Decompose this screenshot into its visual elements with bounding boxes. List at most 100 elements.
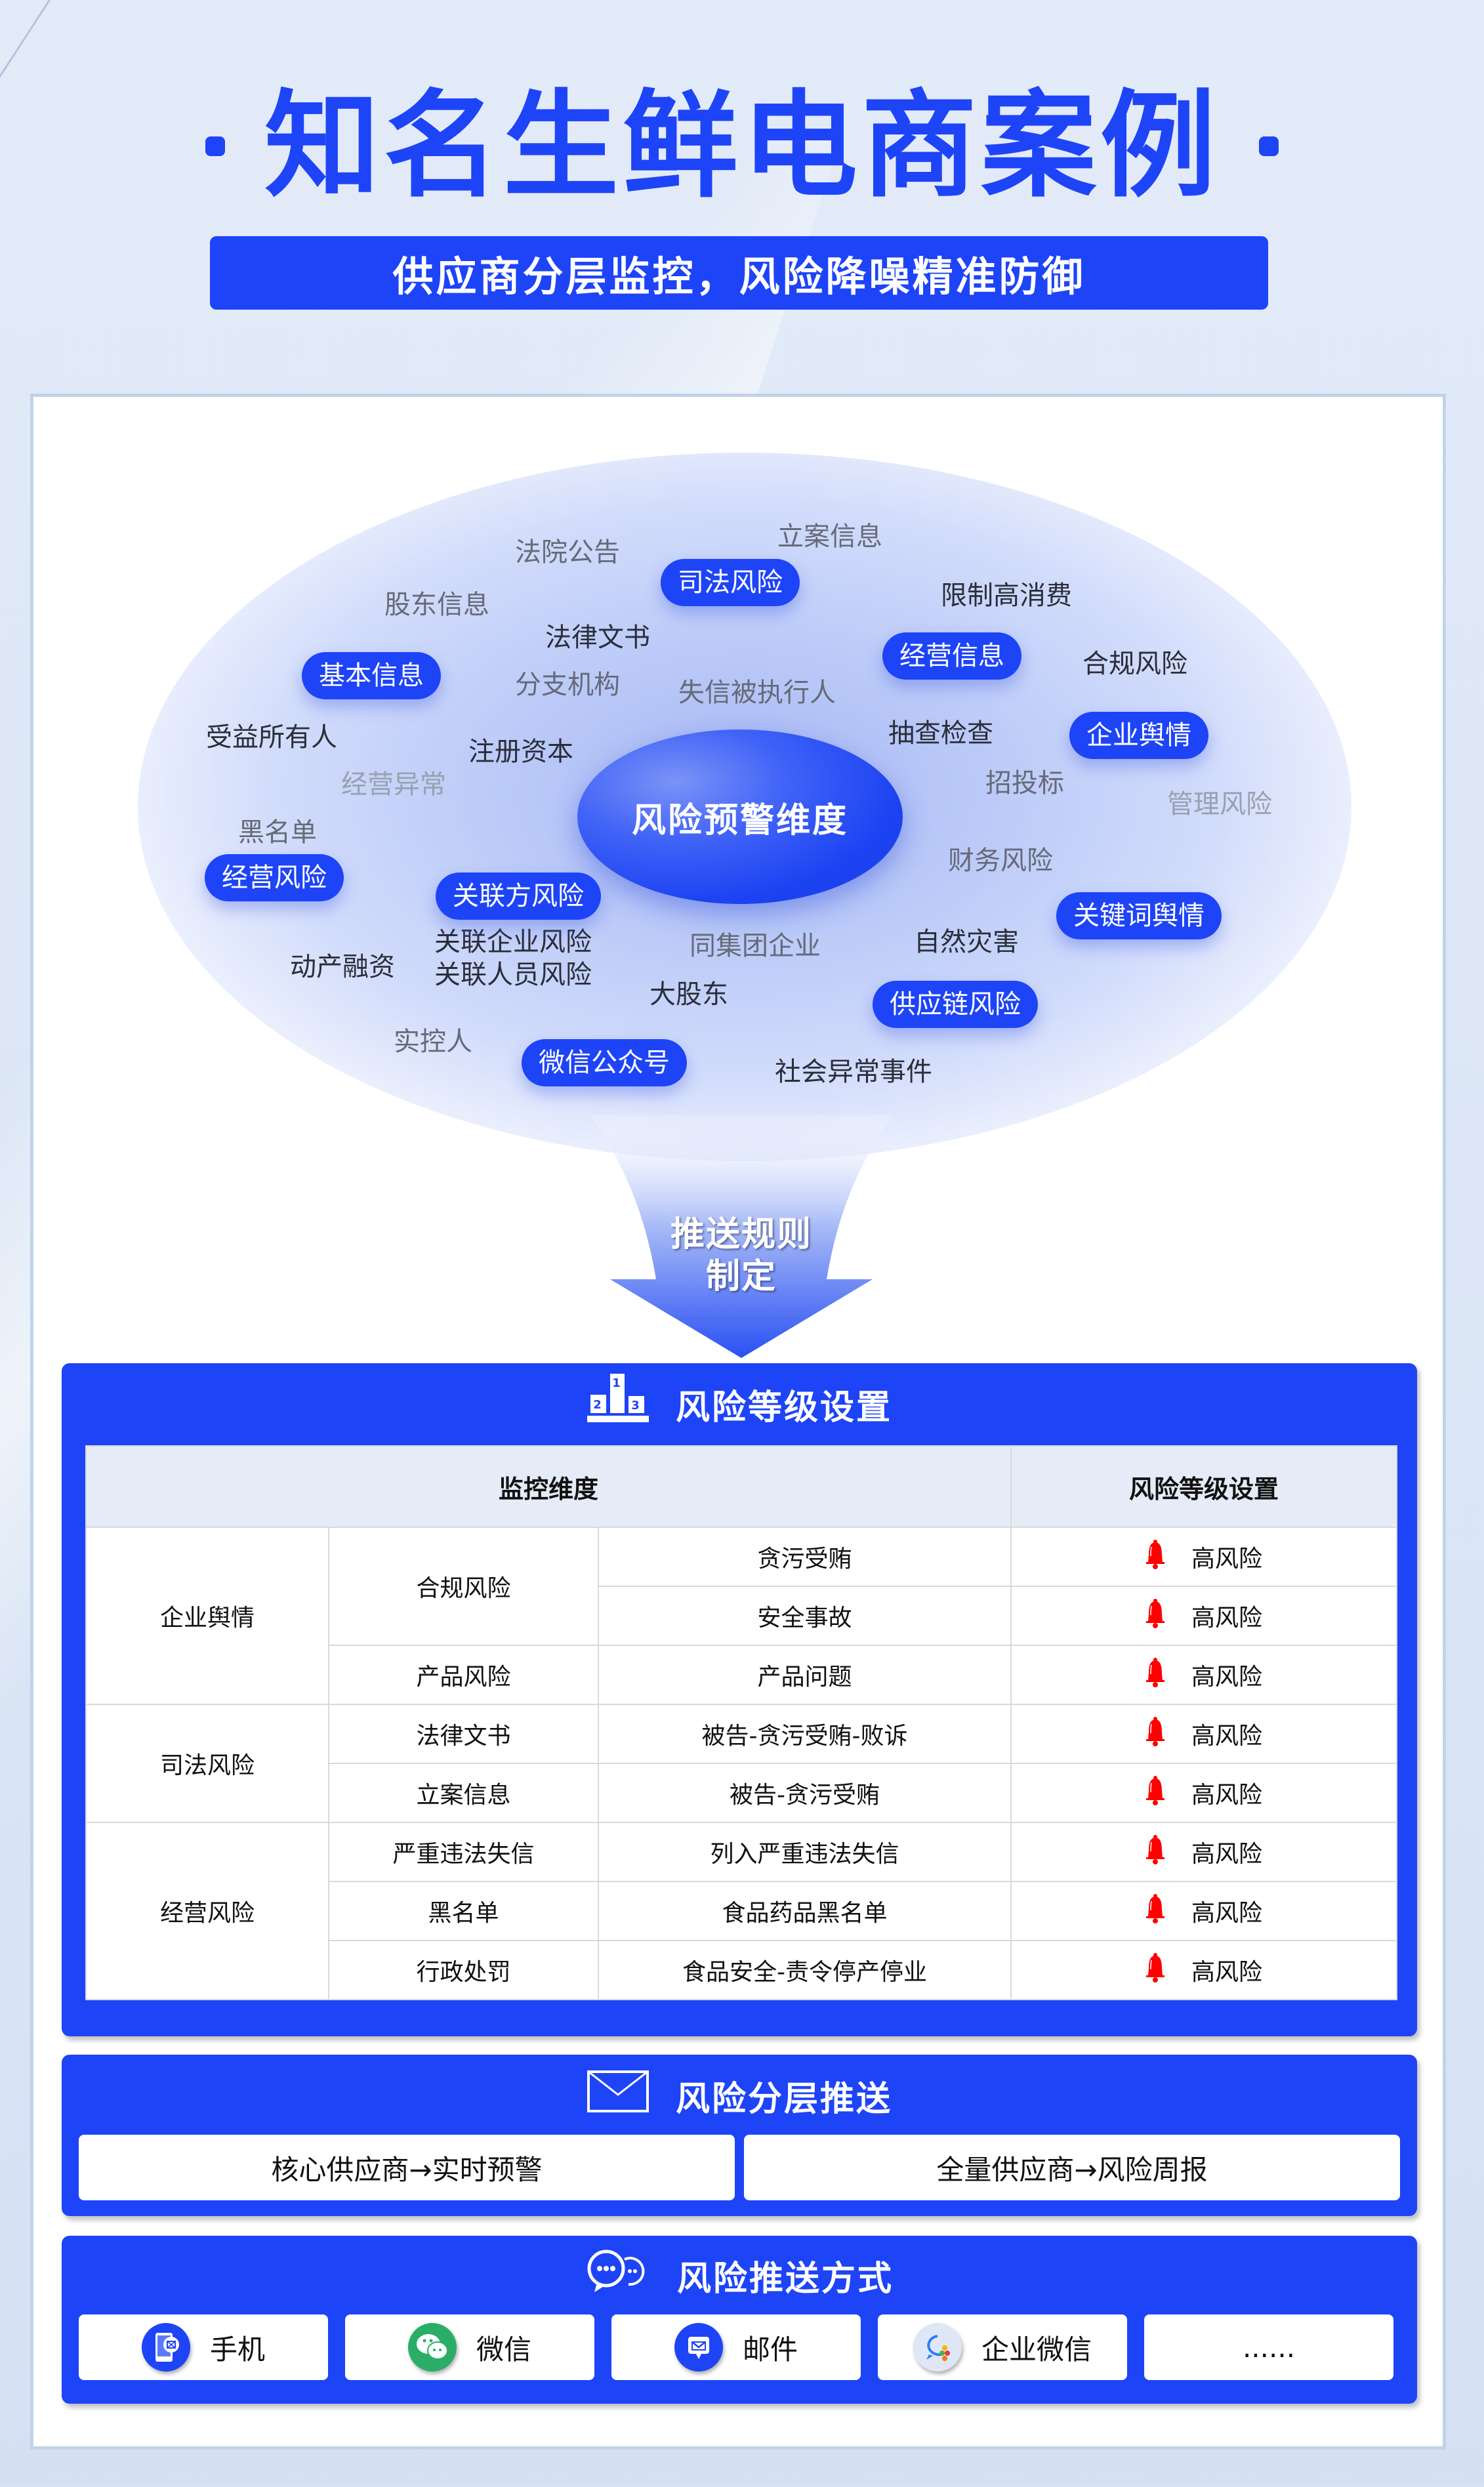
- subcategory-cell: 黑名单: [328, 1881, 599, 1941]
- event-cell: 食品安全-责令停产停业: [597, 1940, 1012, 2000]
- page-title: 知名生鲜电商案例: [264, 79, 1220, 213]
- risk-level-cell: 高风险: [1010, 1527, 1398, 1587]
- dimension-word: 自然灾害: [914, 927, 1019, 957]
- push-method-more[interactable]: ......: [1144, 2314, 1393, 2380]
- dimension-word: 关联人员风险: [434, 960, 592, 990]
- table-row: 安全事故 高风险: [86, 1586, 1398, 1646]
- risk-level-panel-title: 风险等级设置: [675, 1388, 892, 1428]
- dimension-word: 经营异常: [341, 770, 446, 800]
- dimension-word: 黑名单: [238, 817, 317, 848]
- event-cell: 安全事故: [597, 1586, 1012, 1646]
- push-method-label: 邮件: [742, 2333, 798, 2366]
- push-methods-panel-title: 风险推送方式: [676, 2259, 894, 2299]
- dimension-word: 管理风险: [1167, 789, 1272, 819]
- dimension-word: 合规风险: [1082, 649, 1187, 679]
- risk-level-cell: 高风险: [1010, 1645, 1398, 1705]
- risk-level-badge: 高风险: [1145, 1952, 1262, 1988]
- push-method-wechat[interactable]: 微信: [345, 2314, 594, 2380]
- page-header: 知名生鲜电商案例: [0, 84, 1484, 209]
- category-cell: 企业舆情: [85, 1527, 329, 1705]
- push-rule-line1: 推送规则: [670, 1215, 812, 1254]
- risk-level-table: 监控维度 风险等级设置 企业舆情合规风险贪污受贿高风险安全事故高风险产品风险产品…: [85, 1445, 1398, 2000]
- subcategory-cell: 合规风险: [328, 1527, 599, 1646]
- wechat-icon: [407, 2323, 457, 2372]
- header-risk-level: 风险等级设置: [1010, 1445, 1398, 1528]
- dimension-word: 招投标: [985, 768, 1064, 798]
- table-header-row: 监控维度 风险等级设置: [85, 1445, 1398, 1528]
- event-cell: 被告-贪污受贿: [597, 1763, 1012, 1823]
- title-dot-right: [1259, 136, 1279, 156]
- push-method-label: ......: [1242, 2331, 1296, 2364]
- event-cell: 被告-贪污受贿-败诉: [597, 1704, 1012, 1764]
- alarm-bell-icon: [1145, 1834, 1165, 1870]
- table-row: 黑名单食品药品黑名单 高风险: [86, 1881, 1398, 1941]
- alarm-bell-icon: [1145, 1952, 1165, 1988]
- alarm-bell-icon: [1145, 1657, 1165, 1693]
- risk-level-label: 高风险: [1191, 1841, 1263, 1868]
- alarm-bell-icon: [1145, 1716, 1165, 1752]
- push-method-phone-message[interactable]: 手机: [79, 2314, 328, 2380]
- risk-level-label: 高风险: [1191, 1664, 1263, 1691]
- svg-text:3: 3: [631, 1399, 642, 1412]
- dimension-word: 抽查检查: [888, 718, 993, 749]
- subcategory-cell: 立案信息: [328, 1763, 599, 1823]
- title-dot-left: [205, 136, 225, 156]
- risk-level-badge: 高风险: [1145, 1539, 1262, 1575]
- risk-level-badge: 高风险: [1145, 1598, 1262, 1634]
- risk-level-badge: 高风险: [1145, 1657, 1262, 1693]
- dimension-word: 限制高消费: [941, 581, 1072, 611]
- svg-text:1: 1: [612, 1376, 623, 1390]
- dimension-pill: 司法风险: [661, 559, 800, 606]
- table-row: 司法风险法律文书被告-贪污受贿-败诉高风险: [85, 1704, 1398, 1823]
- dimension-pill: 关联方风险: [436, 873, 601, 920]
- dimension-word: 社会异常事件: [775, 1057, 932, 1087]
- subtitle-banner: 供应商分层监控，风险降噪精准防御: [210, 236, 1268, 310]
- table-row: 行政处罚食品安全-责令停产停业高风险: [86, 1940, 1398, 2000]
- dimension-word: 动产融资: [290, 952, 395, 982]
- risk-level-cell: 高风险: [1010, 1881, 1398, 1941]
- dimension-word: 股东信息: [384, 590, 489, 620]
- risk-level-badge: 高风险: [1145, 1893, 1262, 1929]
- risk-level-panel: 2 1 3 风险等级设置 监控维度 风险等级设置 企业舆情合规风险贪污受贿高风险…: [62, 1363, 1417, 2036]
- table-row: 经营风险严重违法失信列入严重违法失信高风险: [85, 1822, 1398, 2000]
- push-method-label: 手机: [209, 2333, 265, 2366]
- dimension-word: 立案信息: [777, 522, 882, 552]
- push-methods-panel: 风险推送方式 手机 微信 邮件 企业微信......: [62, 2236, 1417, 2404]
- dimension-pill: 经营信息: [882, 632, 1021, 680]
- dimension-word: 分支机构: [515, 670, 620, 700]
- push-rule-label: 推送规则 制定: [590, 1214, 892, 1298]
- tier-push-panel-header: 风险分层推送: [62, 2055, 1417, 2127]
- table-row: 产品风险产品问题高风险: [86, 1645, 1398, 1705]
- push-method-wecom[interactable]: 企业微信: [878, 2314, 1127, 2380]
- dimension-word: 注册资本: [468, 737, 573, 767]
- risk-level-cell: 高风险: [1010, 1586, 1398, 1646]
- event-cell: 产品问题: [597, 1645, 1012, 1705]
- dimension-pill: 基本信息: [302, 652, 441, 699]
- push-rule-line2: 制定: [705, 1257, 777, 1296]
- push-method-email[interactable]: 邮件: [611, 2314, 861, 2380]
- risk-level-label: 高风险: [1191, 1605, 1263, 1632]
- risk-level-panel-header: 2 1 3 风险等级设置: [62, 1363, 1417, 1445]
- dimension-word: 实控人: [394, 1027, 472, 1057]
- table-row: 企业舆情合规风险贪污受贿高风险: [85, 1527, 1398, 1705]
- alarm-bell-icon: [1145, 1598, 1165, 1634]
- dimension-word: 失信被执行人: [678, 678, 836, 708]
- risk-level-label: 高风险: [1191, 1723, 1263, 1750]
- dimension-word: 法律文书: [545, 623, 650, 653]
- dimension-pill: 微信公众号: [522, 1039, 687, 1086]
- alarm-bell-icon: [1145, 1539, 1165, 1575]
- dimension-pill: 经营风险: [205, 854, 344, 901]
- event-cell: 列入严重违法失信: [597, 1822, 1012, 1882]
- table-row: 立案信息被告-贪污受贿高风险: [86, 1763, 1398, 1823]
- email-icon: [674, 2323, 723, 2372]
- event-cell: 贪污受贿: [597, 1527, 1012, 1587]
- event-cell: 食品药品黑名单: [597, 1881, 1012, 1941]
- push-method-label: 企业微信: [981, 2333, 1092, 2366]
- risk-level-badge: 高风险: [1145, 1834, 1262, 1870]
- dimension-word: 财务风险: [948, 846, 1053, 876]
- page-title-row: 知名生鲜电商案例: [205, 84, 1279, 209]
- subcategory-cell: 法律文书: [328, 1704, 599, 1764]
- dimension-pill: 关键词舆情: [1056, 892, 1222, 939]
- tier-box-core-supplier: 核心供应商→实时预警: [79, 2135, 735, 2200]
- risk-level-label: 高风险: [1191, 1900, 1263, 1927]
